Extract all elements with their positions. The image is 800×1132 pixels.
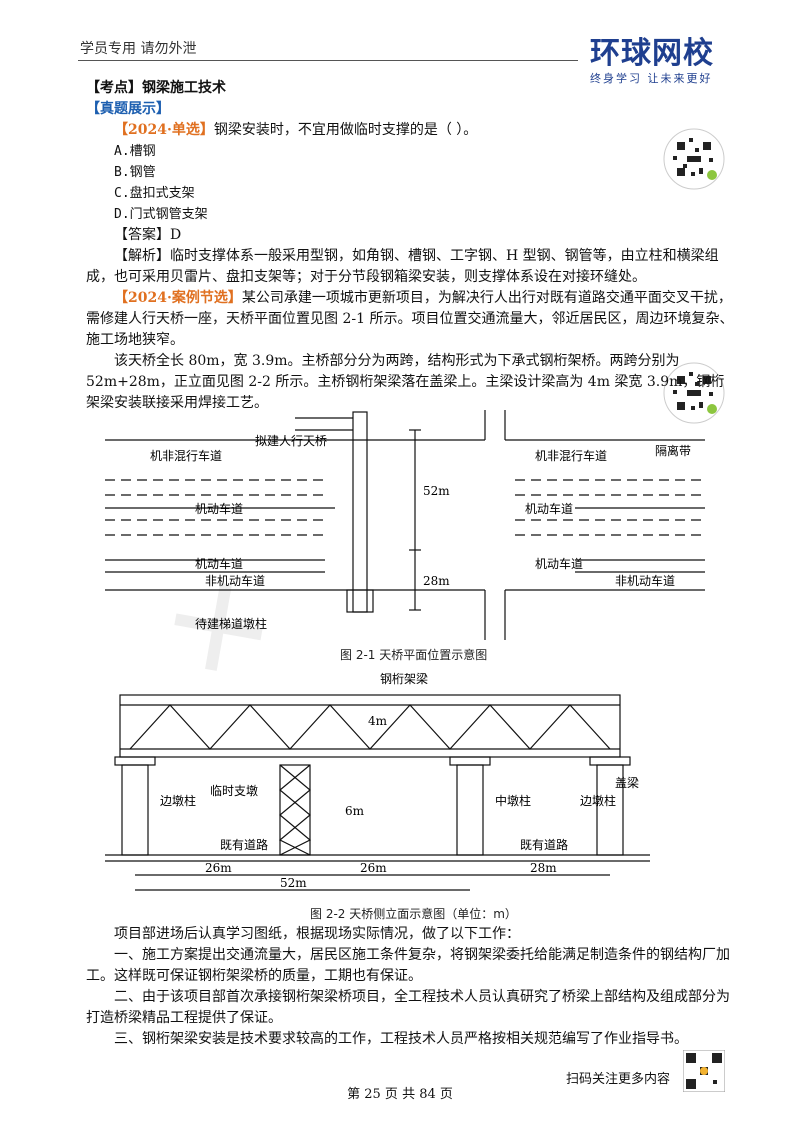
question-text: 钢梁安装时，不宜用做临时支撑的是（ ）。 [213, 122, 478, 138]
label-nonmotor-left: 非机动车道 [205, 573, 265, 588]
footer-scan-text: 扫码关注更多内容 [566, 1072, 671, 1087]
label-span-26a: 26m [205, 861, 232, 875]
qr-code-icon [663, 362, 725, 424]
label-height-4: 4m [368, 714, 388, 728]
figure-1-caption: 图 2-1 天桥平面位置示意图 [340, 648, 488, 662]
topic-heading: 【考点】钢梁施工技术 [86, 80, 226, 96]
label-cap-beam: 盖梁 [615, 775, 639, 790]
label-road-right: 既有道路 [520, 837, 568, 852]
question-tag: 【2024·单选】 [114, 122, 214, 138]
work-item-2: 二、由于该项目部首次承接钢桁架梁桥项目，全工程技术人员认真研究了桥梁上部结构及组… [86, 989, 730, 1026]
label-span-52: 52m [280, 876, 307, 890]
option-d: D.门式钢管支架 [114, 207, 208, 222]
footer-page-number: 第 25 页 共 84 页 [347, 1087, 453, 1102]
logo-main-text: 环球网校 [590, 36, 714, 71]
question-1: 【2024·单选】钢梁安装时，不宜用做临时支撑的是（ ）。 [86, 120, 736, 141]
section-heading: 【真题展示】 [86, 101, 170, 117]
option-b: B.钢管 [114, 165, 156, 180]
header-left-text: 学员专用 请勿外泄 [80, 41, 197, 57]
label-side-pier-right: 边墩柱 [580, 793, 616, 808]
footer-qr-code-icon [683, 1050, 725, 1092]
work-item-3: 三、钢桁架梁安装是技术要求较高的工作，工程技术人员严格按相关规范编写了作业指导书… [114, 1031, 688, 1047]
qr-code-icon [663, 128, 725, 190]
label-truss: 钢桁架梁 [380, 671, 428, 686]
label-mid-pier: 中墩柱 [495, 793, 531, 808]
work-item-1: 一、施工方案提出交通流量大，居民区施工条件复杂，将钢架梁委托给能满足制造条件的钢… [86, 947, 730, 984]
label-motor-right-1: 机动车道 [525, 501, 573, 516]
logo: 环球网校 终身学习 让未来更好 [590, 28, 740, 85]
label-motor-left-2: 机动车道 [195, 556, 243, 571]
label-new-bridge: 拟建人行天桥 [255, 434, 327, 448]
figure-2-caption: 图 2-2 天桥侧立面示意图（单位：m） [310, 907, 517, 921]
analysis: 【解析】临时支撑体系一般采用型钢，如角钢、槽钢、工字钢、H 型钢、钢管等，由立柱… [86, 248, 719, 285]
work-list: 项目部进场后认真学习图纸，根据现场实际情况，做了以下工作： 一、施工方案提出交通… [86, 924, 736, 1050]
label-nonmotor-right: 非机动车道 [615, 573, 675, 588]
label-isolation: 隔离带 [655, 443, 691, 458]
label-mixed-lane-left: 机非混行车道 [150, 448, 222, 463]
option-a: A.槽钢 [114, 144, 156, 159]
label-mixed-lane-right: 机非混行车道 [535, 448, 607, 463]
logo-sub-text: 终身学习 让未来更好 [590, 72, 713, 85]
paragraph-3: 项目部进场后认真学习图纸，根据现场实际情况，做了以下工作： [114, 926, 520, 942]
label-span-26b: 26m [360, 861, 387, 875]
label-motor-left-1: 机动车道 [195, 501, 243, 516]
header-rule [78, 60, 578, 61]
paragraph-2: 该天桥全长 80m，宽 3.9m。主桥部分分为两跨，结构形式为下承式钢桁架桥。两… [86, 353, 725, 411]
label-height-6: 6m [345, 804, 365, 818]
label-road-left: 既有道路 [220, 837, 268, 852]
label-side-pier-left: 边墩柱 [160, 793, 196, 808]
label-temp-support: 临时支墩 [210, 784, 258, 798]
figure-plan: 拟建人行天桥 机非混行车道 机非混行车道 隔离带 机动车道 机动车道 机动车道 … [105, 410, 705, 640]
option-c: C.盘扣式支架 [114, 186, 195, 201]
answer: 【答案】D [114, 227, 182, 243]
figure-elevation: 钢桁架梁 4m 临时支墩 6m 盖梁 边墩柱 中墩柱 边墩柱 既有道路 既有道路… [105, 671, 650, 891]
label-ramp-pier: 待建梯道墩柱 [195, 616, 267, 631]
case-text: 某公司承建一项城市更新项目，为解决行人出行对既有道路交通平面交叉干扰，需修建人行… [86, 290, 734, 348]
label-dim-28: 28m [423, 574, 450, 588]
label-motor-right-2: 机动车道 [535, 556, 583, 571]
main-content: 【考点】钢梁施工技术 【真题展示】 【2024·单选】钢梁安装时，不宜用做临时支… [86, 78, 736, 414]
case-tag: 【2024·案例节选】 [114, 290, 242, 306]
label-span-28: 28m [530, 861, 557, 875]
case-paragraph: 【2024·案例节选】某公司承建一项城市更新项目，为解决行人出行对既有道路交通平… [86, 288, 736, 351]
label-dim-52: 52m [423, 484, 450, 498]
